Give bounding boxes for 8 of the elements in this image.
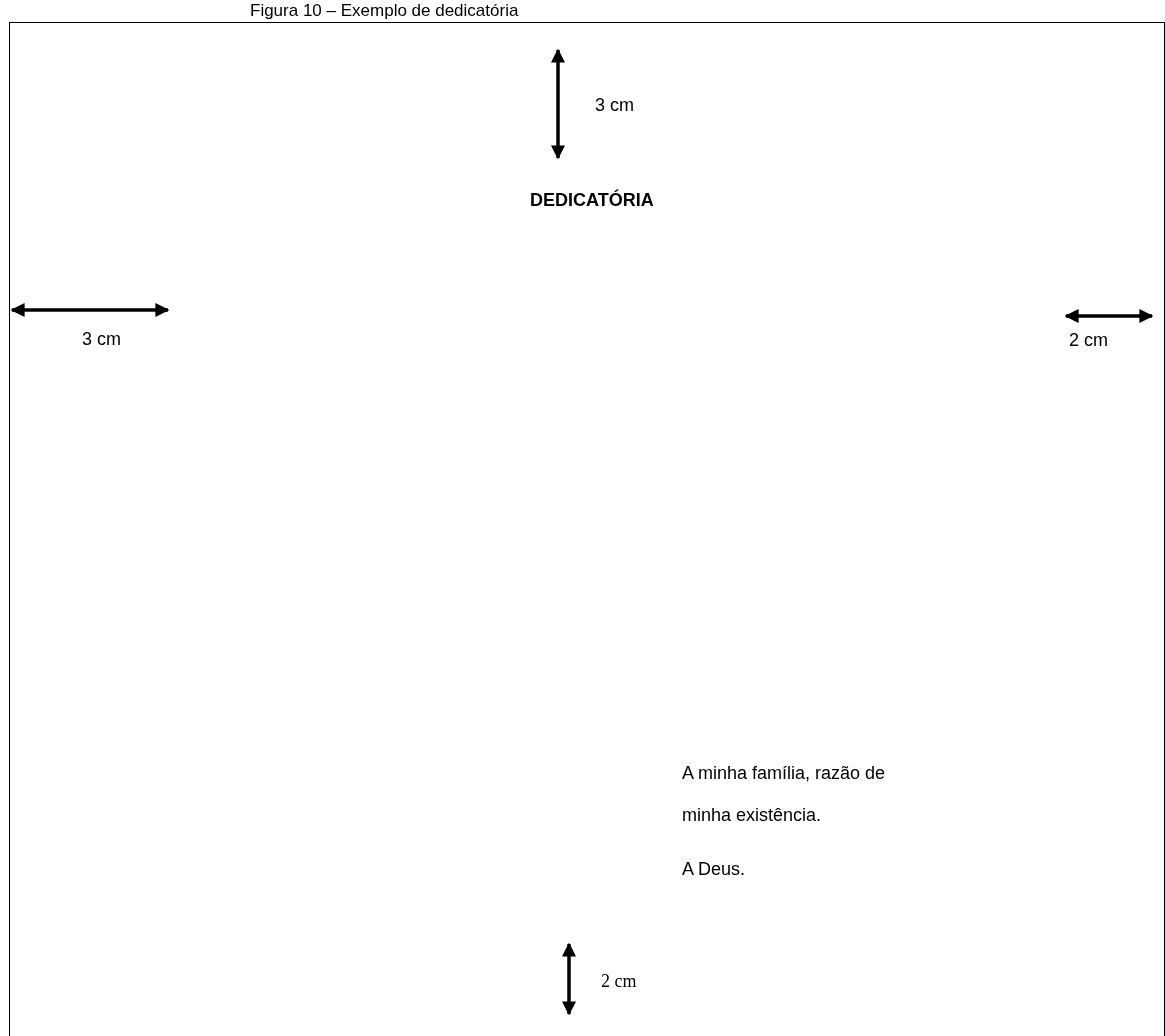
dimension-label: 3 cm (595, 94, 634, 116)
page-heading: DEDICATÓRIA (530, 189, 654, 211)
dedication-text: A minha família, razão de minha existência. (682, 762, 887, 827)
figure-title: Figura 10 – Exemplo de dedicatória (250, 0, 519, 22)
dimension-label: 3 cm (82, 328, 121, 350)
dedication-text: A Deus. (682, 858, 746, 880)
dimension-label: 2 cm (601, 970, 637, 992)
dimension-label: 2 cm (1069, 329, 1108, 351)
